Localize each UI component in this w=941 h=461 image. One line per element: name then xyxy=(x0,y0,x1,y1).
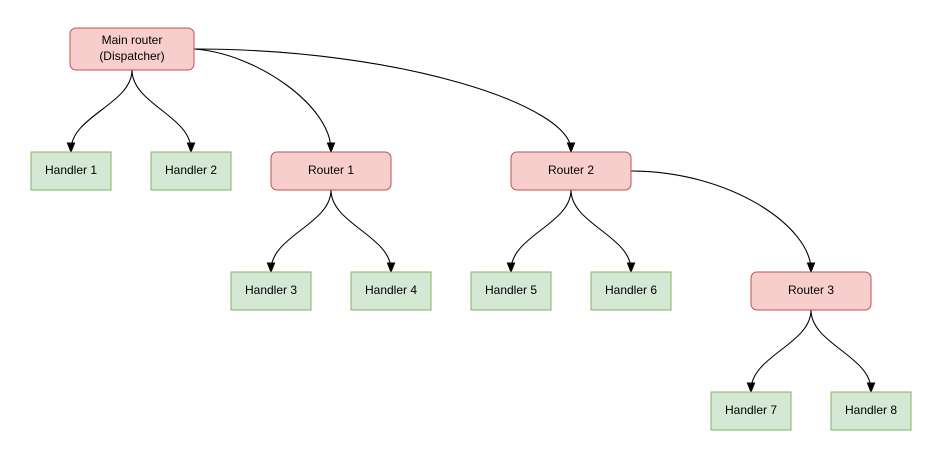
arrowhead-icon xyxy=(386,262,396,274)
edge-main-to-handler-1-line xyxy=(70,69,133,151)
edge-router-1-to-handler-4 xyxy=(330,189,396,274)
arrowhead-icon xyxy=(866,382,876,394)
arrowhead-icon xyxy=(746,382,756,394)
edge-main-to-router-2-line xyxy=(193,48,572,151)
edge-router-3-to-handler-8 xyxy=(810,309,876,394)
node-handler-2[interactable]: Handler 2 xyxy=(150,151,232,191)
arrowhead-icon xyxy=(266,262,276,274)
arrowhead-icon xyxy=(186,142,196,154)
node-router-1[interactable]: Router 1 xyxy=(270,151,392,191)
node-router-2[interactable]: Router 2 xyxy=(510,151,632,191)
node-box[interactable] xyxy=(30,151,112,191)
edge-router-2-to-router-3 xyxy=(630,170,816,274)
edge-router-3-to-handler-7-line xyxy=(750,309,812,391)
node-handler-5[interactable]: Handler 5 xyxy=(470,271,552,311)
edge-main-to-router-2 xyxy=(193,48,576,154)
node-box[interactable] xyxy=(750,271,872,311)
node-handler-7[interactable]: Handler 7 xyxy=(710,391,792,431)
node-box[interactable] xyxy=(830,391,912,431)
edge-main-to-handler-2 xyxy=(131,69,196,154)
edge-router-2-to-handler-6 xyxy=(570,189,636,274)
node-box[interactable] xyxy=(150,151,232,191)
edge-router-1-to-handler-3-line xyxy=(270,189,332,271)
node-main-router[interactable]: Main router(Dispatcher) xyxy=(69,27,195,71)
edge-router-2-to-handler-5 xyxy=(506,189,572,274)
node-box[interactable] xyxy=(710,391,792,431)
node-box[interactable] xyxy=(350,271,432,311)
arrowhead-icon xyxy=(806,262,816,274)
edge-main-to-router-1 xyxy=(193,48,336,154)
edge-router-2-to-router-3-line xyxy=(630,170,812,271)
nodes-layer: Main router(Dispatcher) Handler 1 Handler … xyxy=(30,27,912,431)
node-box[interactable] xyxy=(230,271,312,311)
node-handler-4[interactable]: Handler 4 xyxy=(350,271,432,311)
node-handler-8[interactable]: Handler 8 xyxy=(830,391,912,431)
arrowhead-icon xyxy=(626,262,636,274)
edge-router-2-to-handler-6-line xyxy=(570,189,632,271)
node-box[interactable] xyxy=(69,27,195,71)
arrowhead-icon xyxy=(326,142,336,154)
edge-main-to-handler-2-line xyxy=(131,69,192,151)
edges-layer xyxy=(66,48,876,394)
arrowhead-icon xyxy=(66,142,76,154)
node-box[interactable] xyxy=(470,271,552,311)
edge-router-2-to-handler-5-line xyxy=(510,189,572,271)
node-handler-6[interactable]: Handler 6 xyxy=(590,271,672,311)
edge-router-1-to-handler-3 xyxy=(266,189,332,274)
edge-router-3-to-handler-8-line xyxy=(810,309,872,391)
edge-router-1-to-handler-4-line xyxy=(330,189,392,271)
edge-main-to-handler-1 xyxy=(66,69,133,154)
arrowhead-icon xyxy=(506,262,516,274)
node-handler-1[interactable]: Handler 1 xyxy=(30,151,112,191)
node-handler-3[interactable]: Handler 3 xyxy=(230,271,312,311)
edge-main-to-router-1-line xyxy=(193,48,332,151)
node-box[interactable] xyxy=(510,151,632,191)
node-box[interactable] xyxy=(270,151,392,191)
edge-router-3-to-handler-7 xyxy=(746,309,812,394)
node-router-3[interactable]: Router 3 xyxy=(750,271,872,311)
node-box[interactable] xyxy=(590,271,672,311)
arrowhead-icon xyxy=(566,142,576,154)
